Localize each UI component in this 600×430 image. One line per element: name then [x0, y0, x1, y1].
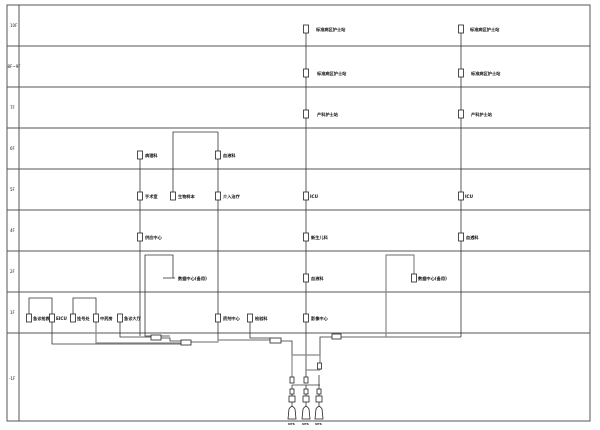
- terminal-icon[interactable]: [137, 150, 143, 160]
- module-icon: [303, 376, 309, 384]
- floor-label: 7F: [10, 105, 16, 110]
- terminal-icon[interactable]: [458, 24, 464, 34]
- device-label: 标准病区护士站: [315, 26, 346, 33]
- terminal-icon[interactable]: [170, 191, 176, 201]
- ups-label: UPS: [315, 422, 322, 426]
- terminal-icon[interactable]: [26, 313, 32, 323]
- floor-label: 8F~9F: [8, 64, 22, 69]
- device-label: 急诊抢救: [33, 315, 51, 322]
- terminal-icon[interactable]: [303, 109, 309, 119]
- ups-group: UPS UPS UPS: [287, 388, 324, 426]
- column-a: 标准病区护士站 标准病区护士站 产科护士站 ICU 新生儿科 血液科 影像中心: [303, 24, 347, 323]
- device-label: 血液科: [223, 152, 236, 159]
- terminal-icon[interactable]: [215, 191, 221, 201]
- device-label: 供应中心: [144, 234, 163, 241]
- floor-grid: [6, 4, 591, 422]
- terminal-icon[interactable]: [117, 313, 123, 323]
- device-label: 生物样本: [178, 193, 196, 200]
- device-label: EICU: [56, 316, 67, 321]
- device-label: 血液科: [311, 275, 324, 282]
- device-label: 介入治疗: [222, 193, 241, 200]
- device-label: 标准病区护士站: [316, 70, 347, 77]
- floor-label: -1F: [9, 376, 16, 381]
- terminal-icon[interactable]: [70, 313, 76, 323]
- device-label: 影像中心: [311, 315, 329, 322]
- terminal-icon[interactable]: [49, 313, 55, 323]
- terminal-icon[interactable]: [303, 68, 309, 78]
- ups-unit[interactable]: UPS: [314, 388, 324, 426]
- terminal-icon[interactable]: [137, 232, 143, 242]
- device-label: 新生儿科: [311, 234, 329, 241]
- device-label: 手术室: [145, 193, 158, 200]
- other-devices: 生物样本 数据中心(备用) 数据中心(备用) 检验科: [170, 191, 447, 323]
- ups-unit[interactable]: UPS: [301, 388, 311, 426]
- terminal-icon[interactable]: [458, 68, 464, 78]
- terminal-icon[interactable]: [458, 109, 464, 119]
- device-label: ICU: [465, 194, 474, 199]
- floor-label: 6F: [10, 146, 16, 151]
- terminal-icon[interactable]: [458, 232, 464, 242]
- switch-icon[interactable]: [150, 334, 162, 341]
- floor-label: 1F: [10, 310, 16, 315]
- terminal-icon[interactable]: [303, 232, 309, 242]
- floor-labels: 10F 8F~9F 7F 6F 5F 4F 2F 1F -1F: [8, 23, 22, 381]
- terminal-icon[interactable]: [215, 150, 221, 160]
- column-d: 血液科 介入治疗 药剂中心: [215, 150, 241, 323]
- terminal-icon[interactable]: [303, 191, 309, 201]
- terminal-icon[interactable]: [137, 191, 143, 201]
- switch-icon[interactable]: [180, 339, 192, 346]
- device-label: 血透科: [466, 234, 479, 241]
- device-label: 标准病区护士站: [469, 26, 500, 33]
- ups-unit[interactable]: UPS: [287, 388, 297, 426]
- column-b: 标准病区护士站 标准病区护士站 产科护士站 ICU 血透科: [458, 24, 501, 242]
- terminal-icon[interactable]: [303, 24, 309, 34]
- terminal-icon[interactable]: [247, 313, 253, 323]
- device-label: 产科护士站: [471, 111, 493, 118]
- device-label: 药剂中心: [223, 315, 241, 322]
- module-icon: [289, 376, 295, 384]
- switches: [150, 333, 342, 384]
- first-floor-devices: 急诊抢救 EICU 挂号处 中药房 急诊大厅: [26, 313, 142, 323]
- device-label: 挂号处: [77, 315, 90, 322]
- switch-icon[interactable]: [331, 333, 342, 340]
- floor-label: 10F: [10, 23, 18, 28]
- device-label: 数据中心(备用): [178, 275, 207, 282]
- ups-label: UPS: [302, 422, 309, 426]
- device-label: 检验科: [255, 315, 268, 322]
- wiring: [28, 28, 462, 410]
- terminal-icon[interactable]: [458, 191, 464, 201]
- floor-label: 2F: [10, 269, 16, 274]
- ups-label: UPS: [288, 422, 295, 426]
- terminal-icon[interactable]: [215, 313, 221, 323]
- floor-label: 4F: [10, 228, 16, 233]
- device-label: 产科护士站: [317, 111, 339, 118]
- terminal-icon[interactable]: [303, 273, 309, 283]
- device-label: ICU: [310, 194, 319, 199]
- terminal-icon[interactable]: [411, 273, 417, 283]
- device-label: 数据中心(备用): [418, 275, 447, 282]
- device-label: 急诊大厅: [124, 315, 142, 322]
- floor-label: 5F: [10, 187, 16, 192]
- module-icon: [317, 362, 322, 370]
- device-label: 中药房: [100, 315, 113, 322]
- switch-icon[interactable]: [269, 337, 282, 344]
- device-label: 病理科: [145, 152, 158, 159]
- terminal-icon[interactable]: [93, 313, 99, 323]
- terminal-icon[interactable]: [303, 313, 309, 323]
- device-label: 标准病区护士站: [470, 70, 501, 77]
- column-c: 病理科 手术室 供应中心: [137, 150, 163, 242]
